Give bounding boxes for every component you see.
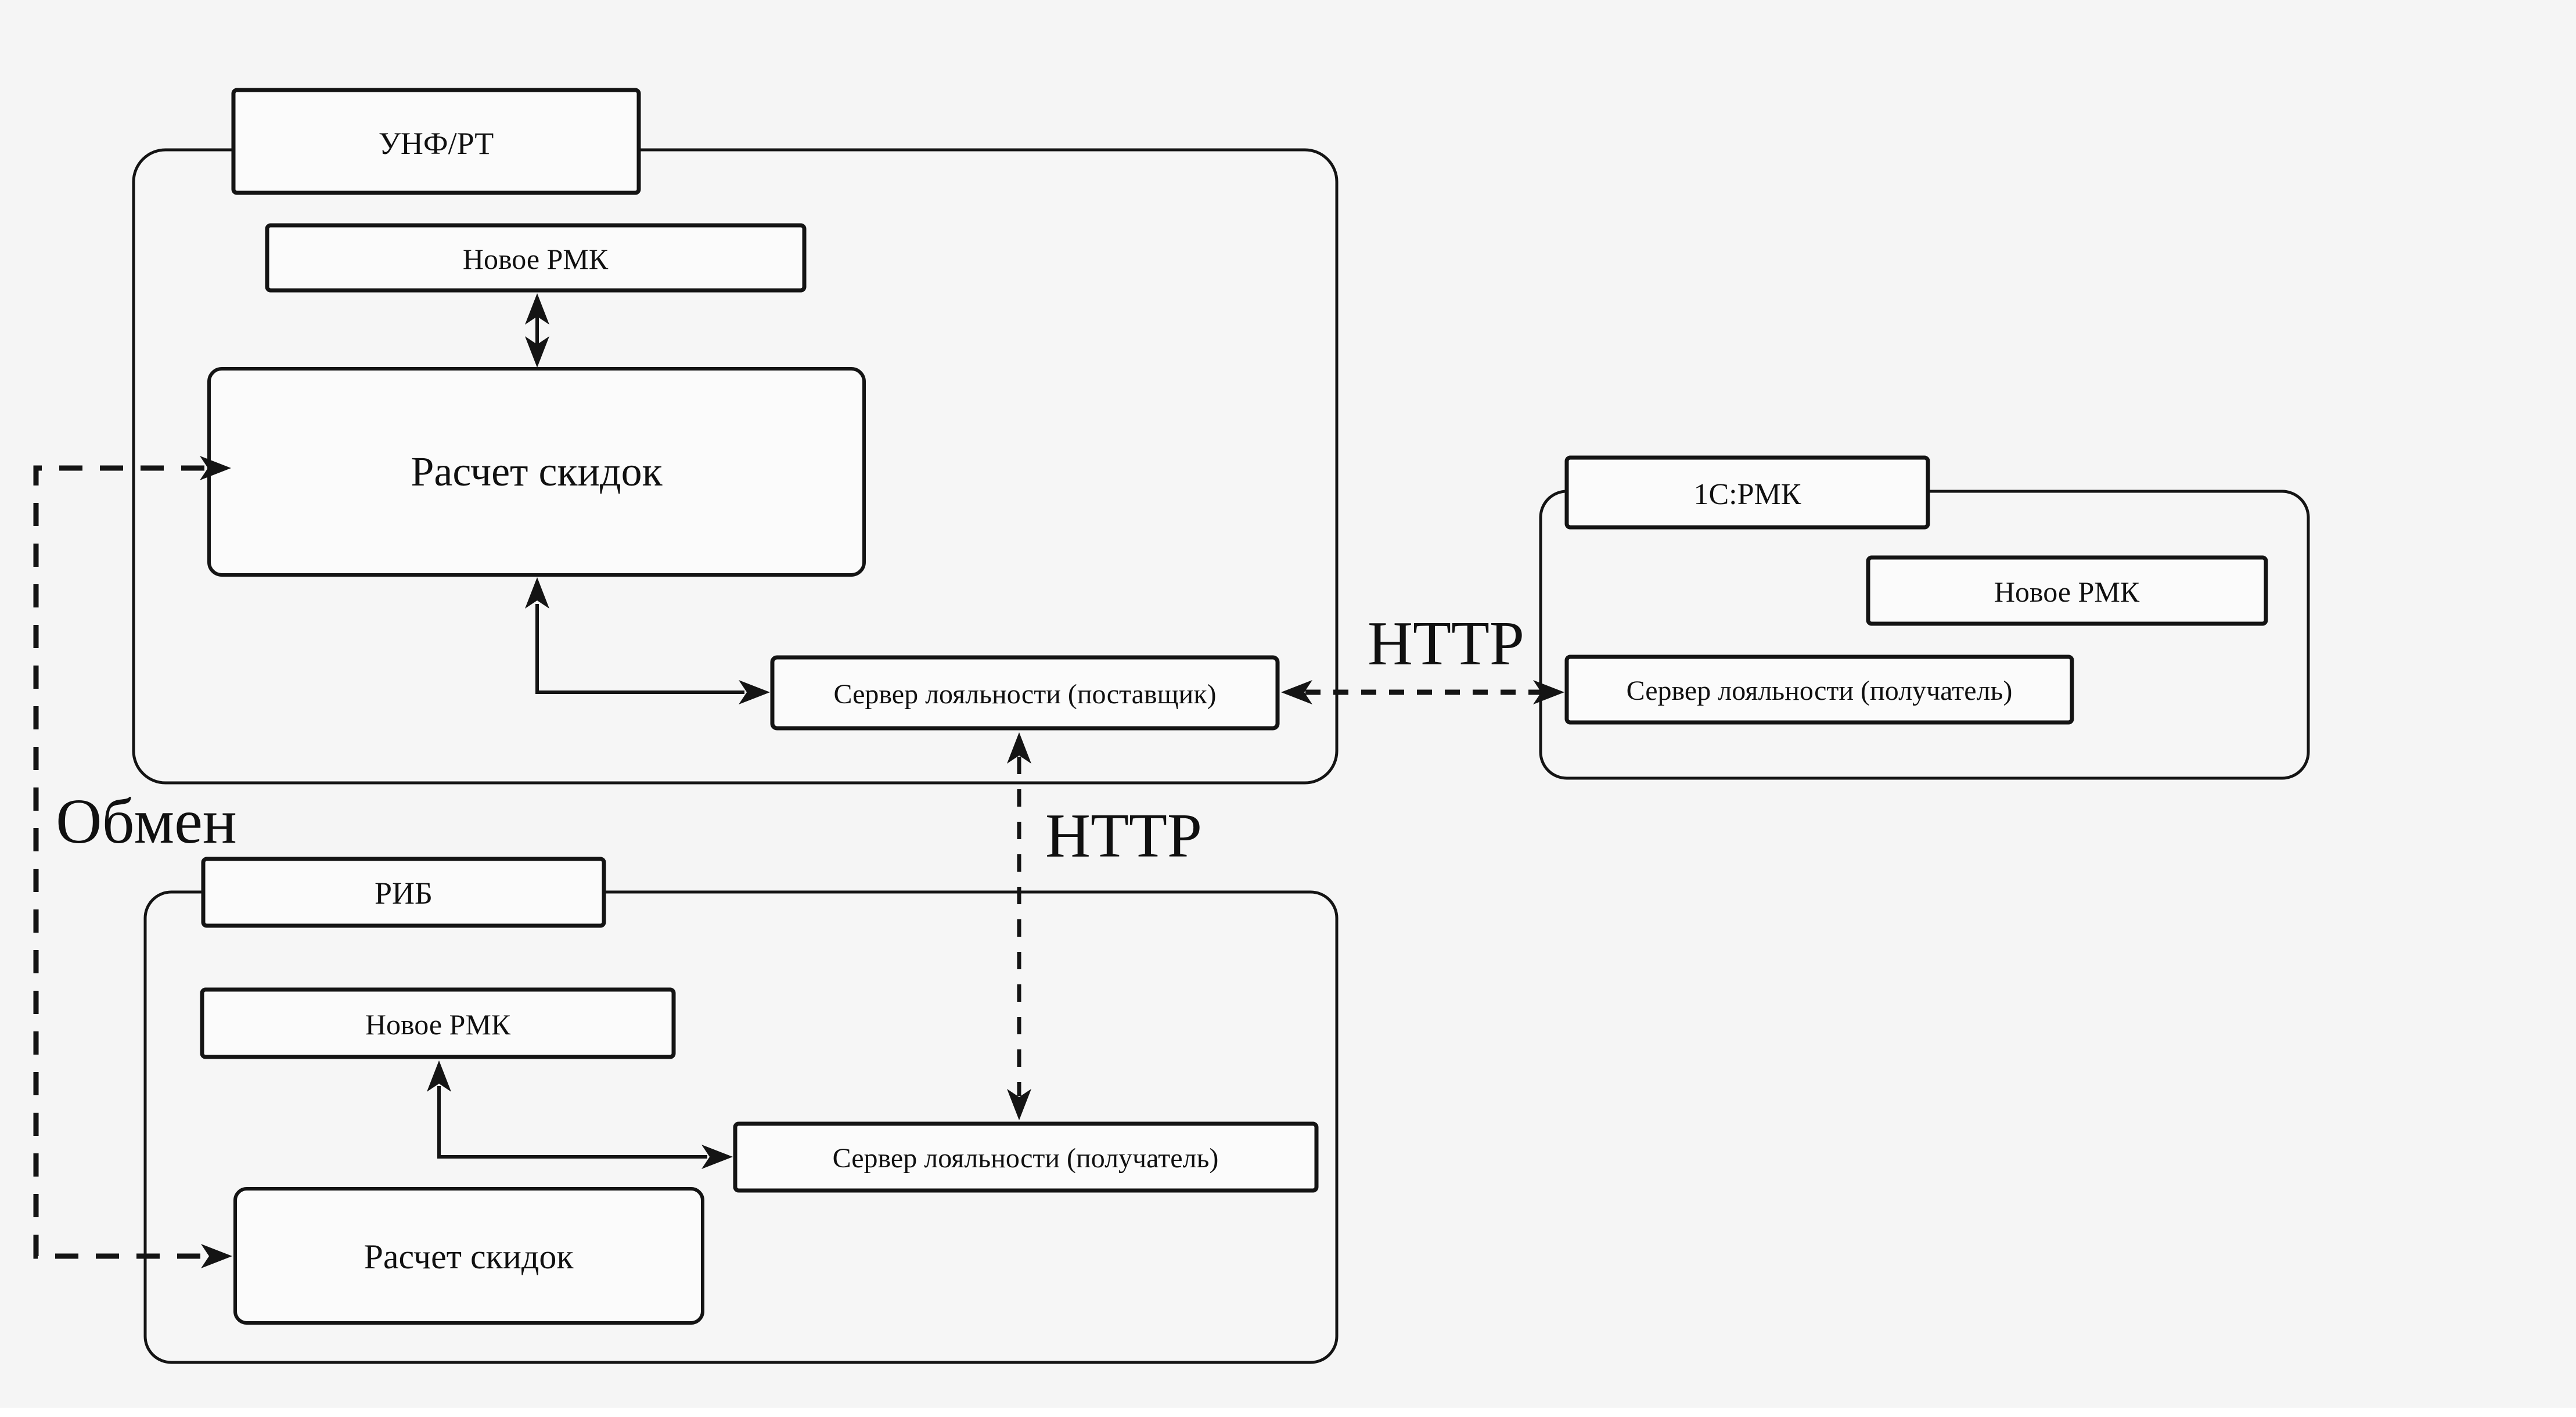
edge-rib-rmk-loyalty [437,1086,707,1159]
node-rib-discount-calc: Расчет скидок [233,1187,704,1325]
group-onec-container [1539,490,2310,780]
arrow-right-icon [201,1244,232,1268]
edge-label-exchange: Обмен [56,786,237,857]
group-unf-title-label: УНФ/РТ [379,126,494,161]
node-unf-new-rmk-box [265,223,807,293]
node-rib-loyalty-server-box [733,1121,1319,1193]
node-onec-new-rmk-box [1866,555,2268,626]
arrow-down-icon [1007,1089,1031,1120]
arrow-right-icon [739,680,770,704]
arrow-left-icon [1281,680,1312,704]
group-onec-title-box [1564,455,1930,530]
node-rib-new-rmk: Новое РМК [200,987,676,1059]
node-rib-discount-calc-label: Расчет скидок [364,1238,574,1276]
arrow-up-icon [525,577,549,609]
arrow-up-icon [427,1060,451,1092]
node-rib-new-rmk-label: Новое РМК [365,1008,511,1041]
arrow-right-icon [200,456,231,480]
group-rib-title: РИБ [201,857,606,928]
edge-unf-discount-loyalty [535,604,744,694]
arrow-right-icon [701,1145,733,1169]
node-rib-loyalty-server: Сервер лояльности (получатель) [733,1121,1319,1193]
arrow-up-icon [525,293,549,325]
group-rib-title-box [201,857,606,928]
node-onec-new-rmk-label: Новое РМК [1994,576,2140,608]
node-unf-loyalty-server: Сервер лояльности (поставщик) [770,655,1280,731]
group-rib-title-label: РИБ [375,876,433,911]
arrow-right-icon [1533,680,1564,704]
node-rib-discount-calc-box [233,1187,704,1325]
node-unf-new-rmk: Новое РМК [265,223,807,293]
arrow-up-icon [1007,732,1031,764]
node-onec-new-rmk: Новое РМК [1866,555,2268,626]
node-rib-new-rmk-box [200,987,676,1059]
edge-label-http-vertical: HTTP [1045,801,1202,871]
node-onec-loyalty-server-box [1564,654,2074,725]
edge-exchange [33,465,207,1259]
node-unf-discount-calc: Расчет скидок [207,367,866,577]
group-onec-title: 1С:РМК [1564,455,1930,530]
group-onec-title-label: 1С:РМК [1694,478,1801,511]
node-onec-loyalty-server: Сервер лояльности (получатель) [1564,654,2074,725]
node-unf-loyalty-server-label: Сервер лояльности (поставщик) [833,679,1216,710]
node-unf-new-rmk-label: Новое РМК [463,243,609,275]
arrow-down-icon [525,336,549,368]
edge-label-http-between-servers: HTTP [1368,609,1524,678]
group-unf-title: УНФ/РТ [231,88,641,195]
page-bottom-strip [0,1408,2576,1417]
node-rib-loyalty-server-label: Сервер лояльности (получатель) [833,1143,1219,1174]
group-unf-title-box [231,88,641,195]
node-unf-loyalty-server-box [770,655,1280,731]
node-unf-discount-calc-label: Расчет скидок [411,448,663,495]
node-onec-loyalty-server-label: Сервер лояльности (получатель) [1627,675,2013,706]
